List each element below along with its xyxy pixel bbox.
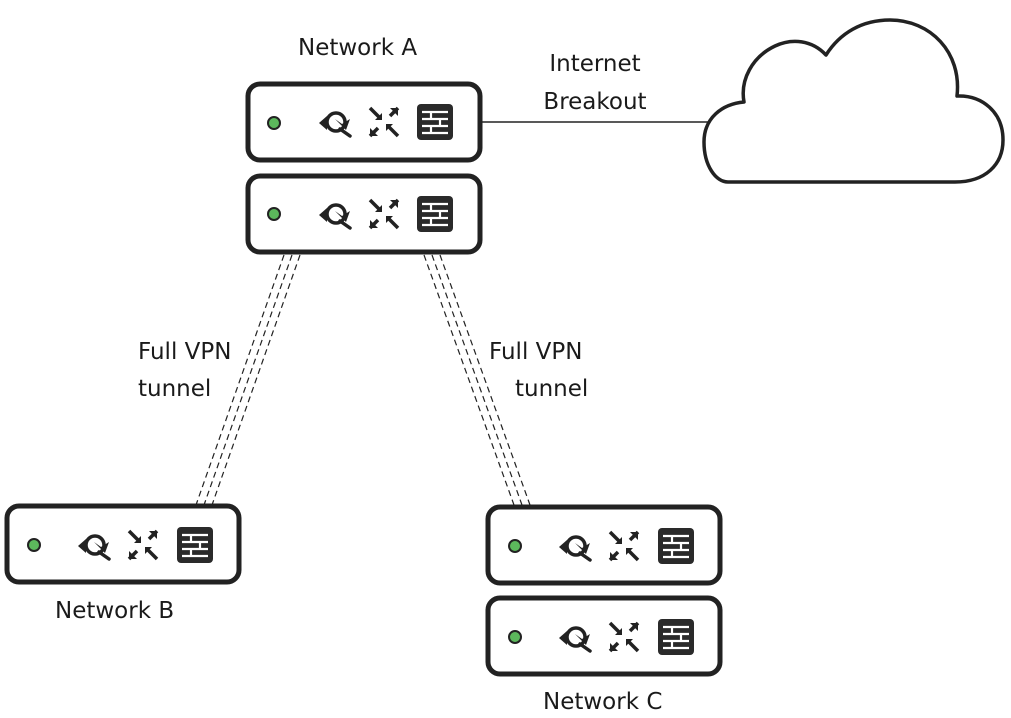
status-led-icon (27, 538, 41, 552)
network-b-label: Network B (55, 598, 175, 624)
status-led-icon (508, 539, 522, 553)
network-c-device-1 (485, 504, 723, 586)
vpn-right-label-line2: tunnel (515, 376, 589, 402)
vpn-left-label-line1: Full VPN (138, 339, 232, 365)
vpn-right-label-line1: Full VPN (489, 339, 583, 365)
vpn-tunnel-right (423, 254, 531, 506)
vpn-left-label-line2: tunnel (138, 376, 212, 402)
status-led-icon (267, 207, 281, 221)
status-led-icon (508, 630, 522, 644)
network-a-device-2 (245, 173, 483, 255)
network-a-label: Network A (298, 35, 418, 61)
vpn-tunnel-left (195, 254, 301, 506)
firewall-icon (415, 102, 455, 142)
network-a-device-1 (245, 81, 483, 163)
status-led-icon (267, 116, 281, 130)
network-c-label: Network C (543, 689, 663, 715)
network-c-device-2 (485, 595, 723, 677)
network-b-device (4, 503, 242, 585)
internet-breakout-label-line1: Internet (549, 51, 641, 77)
firewall-icon (656, 617, 696, 657)
firewall-icon (415, 194, 455, 234)
cloud-icon (702, 18, 1005, 184)
internet-breakout-label-line2: Breakout (543, 89, 647, 115)
firewall-icon (656, 526, 696, 566)
firewall-icon (175, 525, 215, 565)
